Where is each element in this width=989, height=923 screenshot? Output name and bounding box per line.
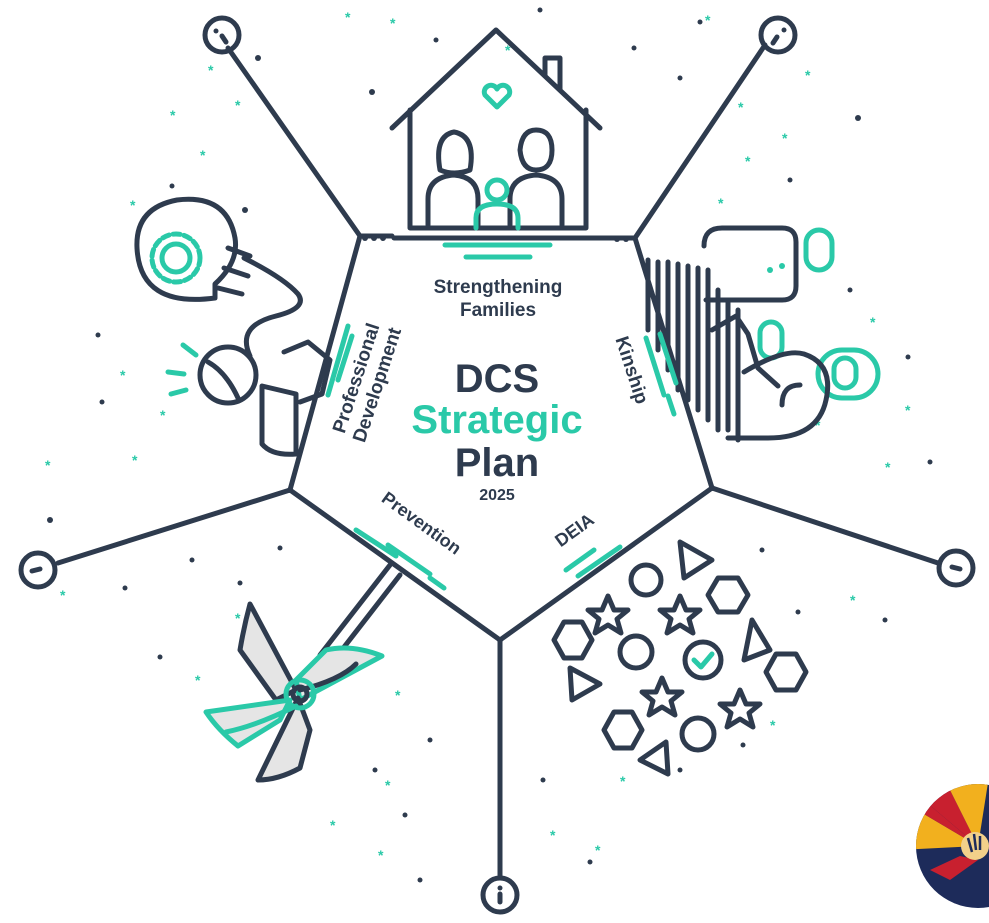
kinship-hands-icon [645, 225, 881, 443]
svg-text:*: * [718, 195, 724, 211]
svg-text:*: * [745, 153, 751, 169]
spoke-lines [55, 42, 941, 881]
svg-text:*: * [130, 197, 136, 213]
svg-text:*: * [60, 587, 66, 603]
svg-text:*: * [208, 62, 214, 78]
svg-text:*: * [738, 99, 744, 115]
arizona-dcs-logo [916, 784, 989, 908]
pinwheel-icon [203, 562, 403, 783]
decorative-dots [47, 7, 933, 883]
svg-text:*: * [345, 9, 351, 25]
svg-text:*: * [385, 777, 391, 793]
label-strengthening: Strengthening [434, 277, 563, 298]
svg-text:*: * [395, 687, 401, 703]
spoke-end-nodes [18, 15, 976, 915]
label-families: Families [460, 300, 536, 321]
node-bottom [480, 875, 520, 915]
title-dcs: DCS [455, 357, 539, 401]
title-plan: Plan [455, 441, 539, 485]
node-right [936, 548, 976, 588]
svg-text:*: * [705, 12, 711, 28]
svg-text:*: * [782, 130, 788, 146]
node-top-right [758, 15, 798, 55]
teal-marks-bottom-left [353, 527, 447, 591]
svg-text:*: * [170, 107, 176, 123]
title-year: 2025 [479, 487, 515, 504]
svg-text:*: * [390, 15, 396, 31]
decorative-asterisks: *** *** *** *** *** *** *** *** *** *** … [45, 9, 911, 863]
label-deia: DEIA [551, 509, 598, 550]
svg-text:*: * [160, 407, 166, 423]
svg-text:*: * [505, 42, 511, 58]
svg-text:*: * [550, 827, 556, 843]
svg-text:*: * [905, 402, 911, 418]
svg-text:*: * [850, 592, 856, 608]
title-strategic: Strategic [411, 398, 582, 442]
svg-text:*: * [770, 717, 776, 733]
svg-text:*: * [132, 452, 138, 468]
svg-text:*: * [595, 842, 601, 858]
shapes-diversity-icon [551, 539, 809, 777]
center-title: DCS Strategic Plan 2025 [411, 357, 582, 504]
section-label-strengthening-families: Strengthening Families [434, 277, 563, 321]
node-top-left [202, 15, 242, 55]
svg-text:*: * [815, 417, 821, 433]
teal-marks-right [643, 331, 679, 417]
svg-text:*: * [200, 147, 206, 163]
svg-text:*: * [870, 314, 876, 330]
svg-text:*: * [330, 817, 336, 833]
svg-text:*: * [235, 97, 241, 113]
teal-marks-bottom-right [563, 544, 623, 579]
teal-marks-left [325, 323, 355, 398]
node-left [18, 550, 58, 590]
section-label-deia: DEIA [551, 509, 598, 550]
svg-text:*: * [620, 773, 626, 789]
house-family-icon [389, 27, 603, 260]
svg-text:*: * [235, 610, 241, 626]
svg-text:*: * [120, 367, 126, 383]
svg-text:*: * [378, 847, 384, 863]
svg-text:*: * [45, 457, 51, 473]
lightbulb-gear-icon [134, 196, 333, 457]
svg-text:*: * [885, 459, 891, 475]
svg-text:*: * [805, 67, 811, 83]
svg-text:*: * [195, 672, 201, 688]
